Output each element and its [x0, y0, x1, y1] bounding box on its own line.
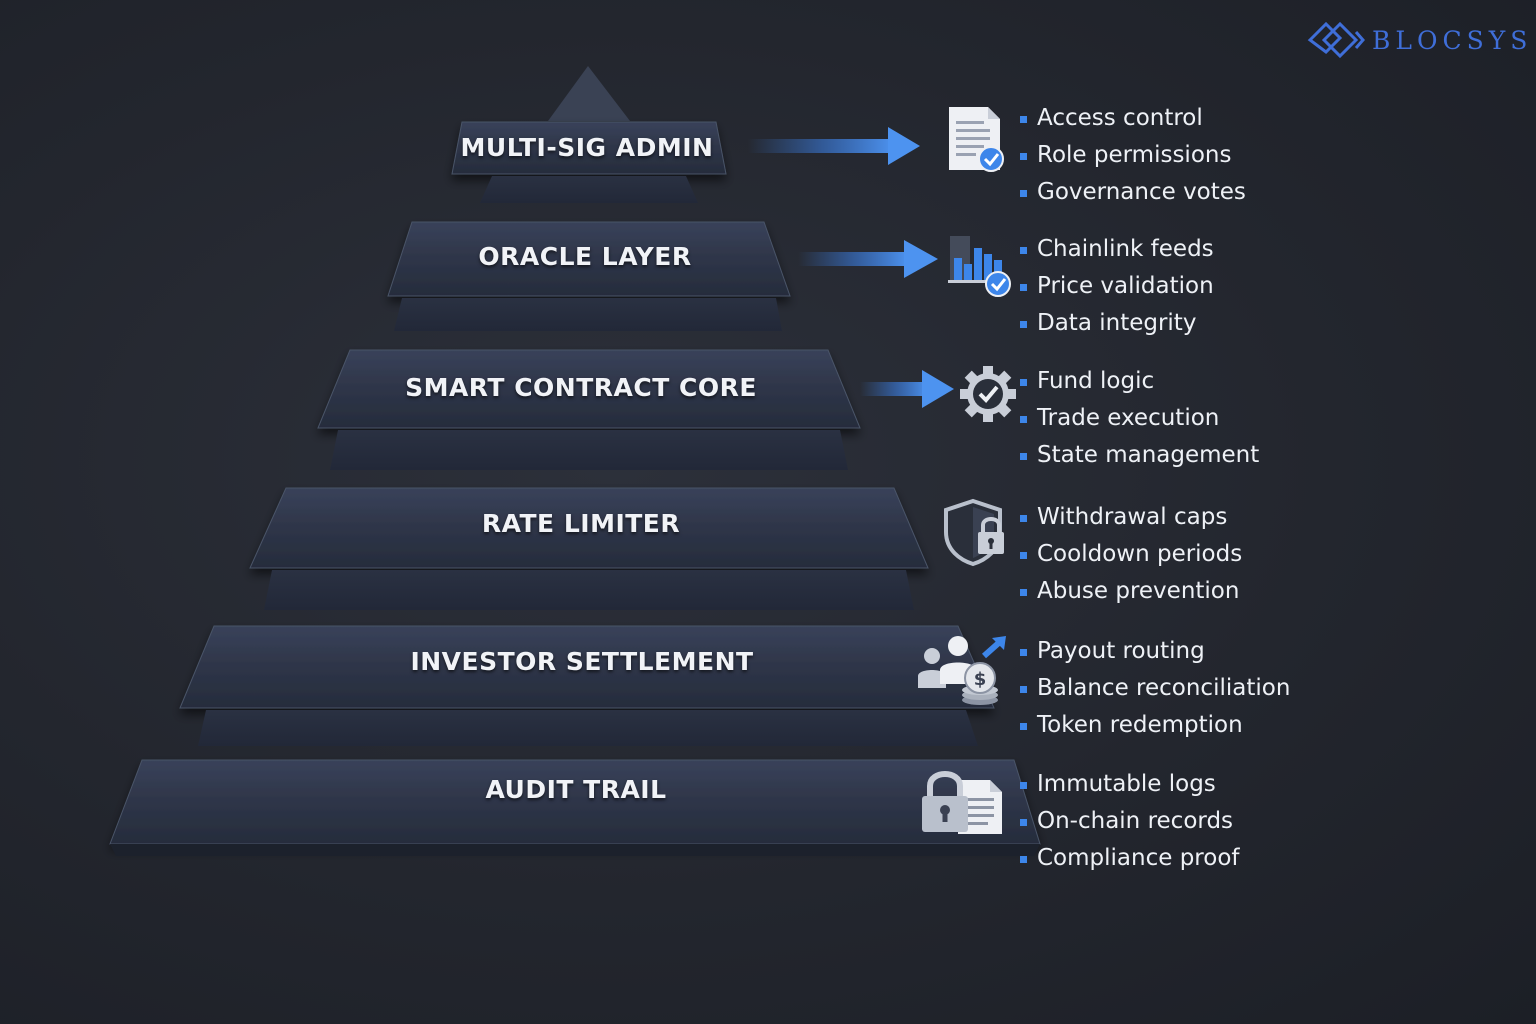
list-item: Balance reconciliation — [1018, 670, 1290, 707]
tier-label-investor-settlement: INVESTOR SETTLEMENT — [410, 647, 754, 676]
list-item: Abuse prevention — [1018, 573, 1242, 610]
tier-slab-investor-settlement — [179, 625, 995, 709]
investors-coins-icon: $ — [918, 636, 1006, 705]
gear-check-icon — [960, 366, 1016, 422]
list-item: Fund logic — [1018, 363, 1259, 400]
arrow-multi-sig-admin — [748, 127, 920, 165]
list-item: Immutable logs — [1018, 766, 1240, 803]
arrow-oracle-layer — [798, 240, 938, 278]
lock-document-icon — [922, 771, 1002, 834]
list-item: On-chain records — [1018, 803, 1240, 840]
tier-label-rate-limiter: RATE LIMITER — [481, 509, 681, 538]
svg-text:$: $ — [974, 669, 987, 690]
tier-step-rate-limiter — [264, 570, 914, 610]
shield-lock-icon — [944, 498, 1004, 567]
tier-step-multi-sig-admin — [480, 176, 698, 203]
brand-logo: BLOCSYS — [1306, 20, 1532, 60]
bar-chart-check-icon — [948, 236, 1011, 297]
bullet-list-oracle-layer: Chainlink feeds Price validation Data in… — [1018, 231, 1214, 342]
list-item: Role permissions — [1018, 137, 1246, 174]
bullet-list-smart-contract-core: Fund logic Trade execution State managem… — [1018, 363, 1259, 474]
tier-base-audit-trail — [110, 844, 1040, 856]
list-item: Cooldown periods — [1018, 536, 1242, 573]
list-item: Chainlink feeds — [1018, 231, 1214, 268]
tier-label-smart-contract-core: SMART CONTRACT CORE — [405, 373, 757, 402]
blocsys-logo-icon — [1307, 21, 1365, 59]
list-item: Token redemption — [1018, 707, 1290, 744]
tier-slab-rate-limiter — [249, 487, 929, 569]
tier-slab-oracle-layer — [387, 221, 791, 297]
tier-step-oracle-layer — [394, 298, 782, 331]
tier-slab-multi-sig-admin — [451, 121, 727, 175]
pyramid-apex — [548, 66, 630, 121]
list-item: Governance votes — [1018, 174, 1246, 211]
tier-step-investor-settlement — [198, 710, 978, 746]
tier-label-audit-trail: AUDIT TRAIL — [485, 775, 667, 804]
list-item: State management — [1018, 437, 1259, 474]
list-item: Price validation — [1018, 268, 1214, 305]
arrow-smart-contract-core — [860, 370, 954, 408]
list-item: Payout routing — [1018, 633, 1290, 670]
list-item: Trade execution — [1018, 400, 1259, 437]
list-item: Withdrawal caps — [1018, 499, 1242, 536]
bullet-list-rate-limiter: Withdrawal caps Cooldown periods Abuse p… — [1018, 499, 1242, 610]
list-item: Compliance proof — [1018, 840, 1240, 877]
document-check-icon — [949, 107, 1004, 172]
brand-name: BLOCSYS — [1372, 25, 1533, 55]
tier-slab-smart-contract-core — [317, 349, 861, 429]
tier-label-multi-sig-admin: MULTI-SIG ADMIN — [460, 133, 714, 162]
bullet-list-audit-trail: Immutable logs On-chain records Complian… — [1018, 766, 1240, 877]
list-item: Access control — [1018, 100, 1246, 137]
bullet-list-investor-settlement: Payout routing Balance reconciliation To… — [1018, 633, 1290, 744]
tier-step-smart-contract-core — [330, 430, 848, 470]
tier-label-oracle-layer: ORACLE LAYER — [478, 242, 692, 271]
bullet-list-multi-sig-admin: Access control Role permissions Governan… — [1018, 100, 1246, 211]
list-item: Data integrity — [1018, 305, 1214, 342]
